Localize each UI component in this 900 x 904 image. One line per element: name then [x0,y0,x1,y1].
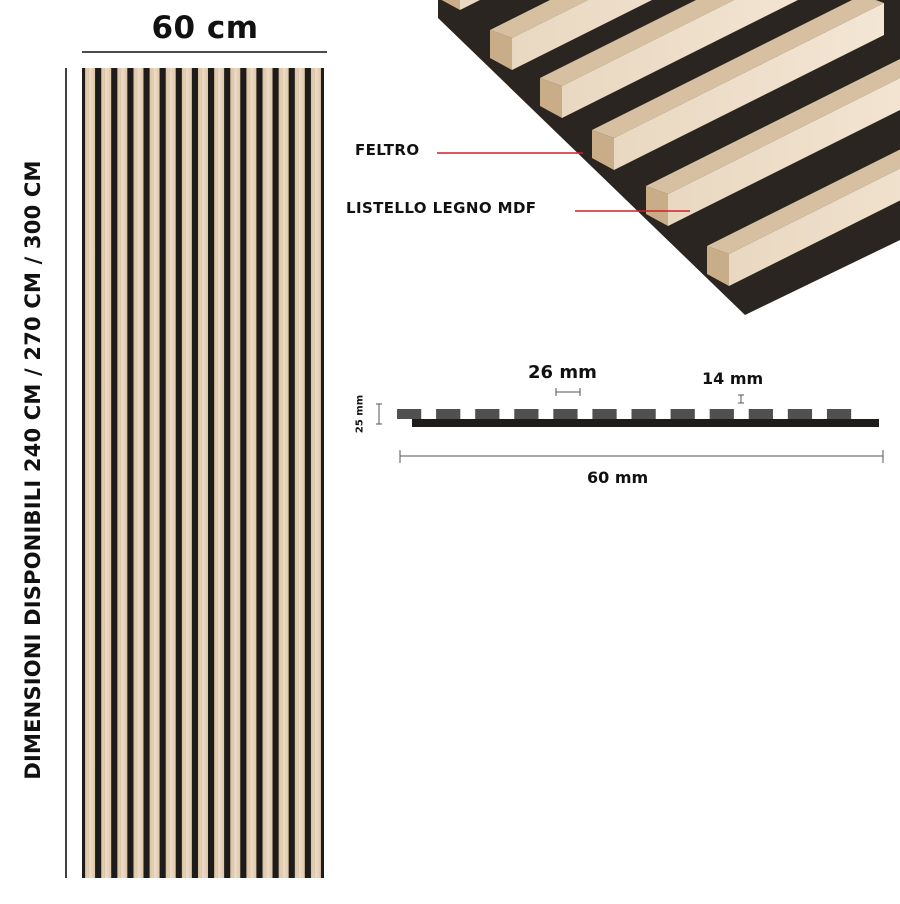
perspective-slat-face [562,0,798,118]
perspective-slat-edge [592,0,884,138]
profile-slat [553,409,578,419]
profile-slat [709,409,734,419]
panel-slat [133,68,144,878]
panel-slat [181,68,192,878]
profile-slat [631,409,656,419]
slat-width-label: 26 mm [528,362,597,383]
perspective-closeup [438,0,900,315]
profile-slat [475,409,500,419]
profile-slat [514,409,539,419]
perspective-slat-edge [540,0,734,86]
perspective-slat-face [512,0,652,70]
profile-cross-section [376,388,884,463]
profile-slat [436,409,461,419]
panel-slat [85,68,96,878]
panel-width-label: 60 cm [151,10,259,46]
front-panel [82,68,324,878]
panel-slat [246,68,257,878]
perspective-slat-end [490,30,512,70]
thickness-label: 25 mm [354,394,366,434]
panel-slat [310,68,321,878]
profile-slat [670,409,695,419]
profile-slat [748,409,773,419]
panel-slat [117,68,128,878]
perspective-slat-end [707,246,729,286]
profile-slats [397,409,852,419]
perspective-slat-face [614,3,884,170]
perspective-slat-edge [490,0,588,38]
profile-slat [787,409,813,419]
panel-slats [85,68,321,878]
felt-label: FELTRO [355,141,420,159]
panel-slat [294,68,305,878]
perspective-slat-end [646,186,668,226]
perspective-slat-face [460,0,480,10]
perspective-slat-end [592,130,614,170]
panel-slat [214,68,225,878]
perspective-slat-face [729,168,900,286]
panel-slat [101,68,112,878]
perspective-slats [441,0,900,286]
panel-height-label: DIMENSIONI DISPONIBILI 240 CM / 270 CM /… [21,160,45,780]
profile-slat [397,409,422,419]
panel-slat [149,68,160,878]
panel-slat [262,68,273,878]
profile-slat [826,409,852,419]
panel-slat [278,68,289,878]
perspective-slat-face [668,78,900,226]
profile-slat [592,409,617,419]
panel-slat [198,68,208,878]
perspective-slat-edge [707,149,900,254]
slat-label: LISTELLO LEGNO MDF [346,199,537,217]
gap-label: 14 mm [702,369,764,388]
perspective-slat-edge [646,59,900,194]
profile-felt-base [412,419,879,427]
perspective-slat-end [540,78,562,118]
panel-slat [230,68,241,878]
total-width-label: 60 mm [587,468,649,487]
perspective-slat-end [441,0,460,10]
panel-slat [165,68,176,878]
